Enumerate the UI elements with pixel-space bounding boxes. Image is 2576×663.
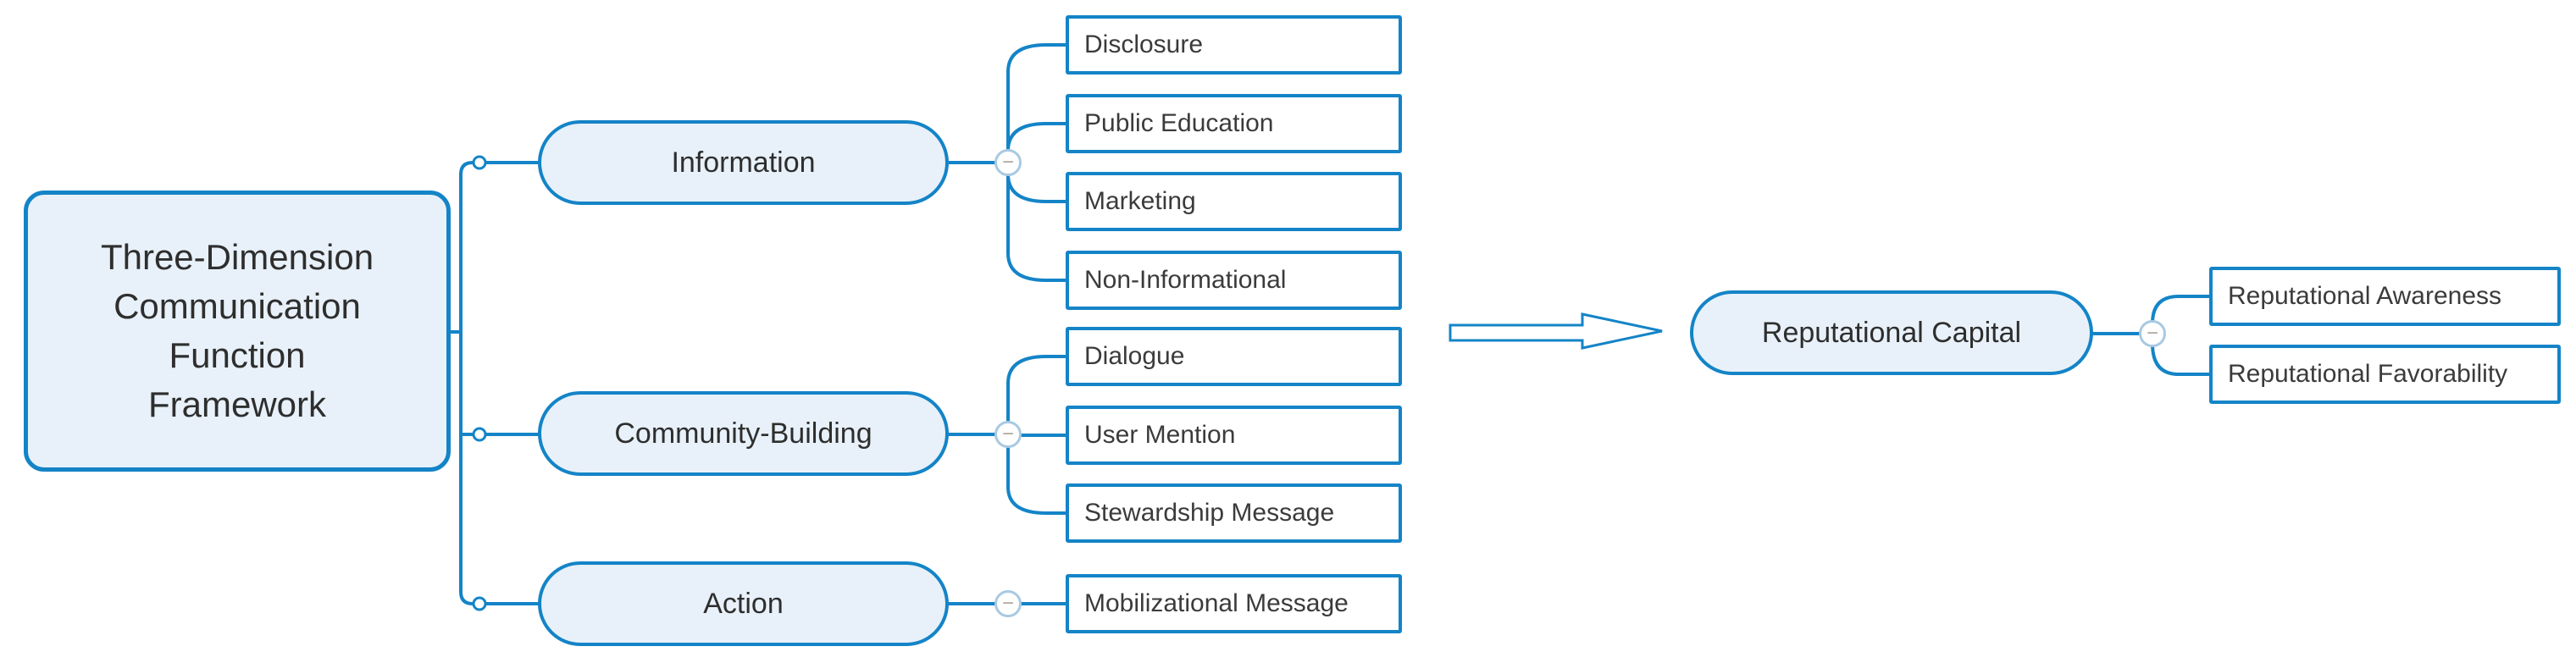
trunk-connector — [459, 161, 540, 605]
branch-action[interactable]: Action — [538, 561, 949, 646]
junction-dot — [472, 596, 487, 611]
leaf-marketing[interactable]: Marketing — [1066, 172, 1402, 231]
leaf-user-mention-label: User Mention — [1084, 421, 1236, 449]
leaf-user-mention[interactable]: User Mention — [1066, 406, 1402, 465]
disclosure-connector — [1006, 43, 1067, 74]
root-node-label: Three-Dimension Communication Function F… — [100, 237, 374, 424]
public-education-connector — [1006, 122, 1067, 152]
minus-icon: − — [1001, 151, 1014, 174]
node-reputational-capital[interactable]: Reputational Capital — [1690, 290, 2093, 375]
leaf-dialogue-label: Dialogue — [1084, 342, 1185, 370]
leaf-reputational-awareness[interactable]: Reputational Awareness — [2209, 267, 2561, 326]
minus-icon: − — [1001, 592, 1014, 615]
branch-information-label: Information — [671, 146, 816, 179]
collapse-toggle-information[interactable]: − — [994, 149, 1022, 176]
collapse-toggle-community[interactable]: − — [994, 421, 1022, 448]
leaf-public-education[interactable]: Public Education — [1066, 94, 1402, 153]
awareness-connector — [2151, 295, 2211, 325]
branch-community-building[interactable]: Community-Building — [538, 391, 949, 476]
branch-action-label: Action — [703, 587, 784, 620]
collapse-toggle-capital[interactable]: − — [2139, 320, 2166, 347]
non-informational-connector — [1006, 251, 1067, 282]
dialogue-connector — [1006, 355, 1067, 385]
leaf-public-education-label: Public Education — [1084, 109, 1274, 137]
branch-community-building-label: Community-Building — [614, 417, 873, 450]
leaf-marketing-label: Marketing — [1084, 187, 1196, 215]
minus-icon: − — [1001, 423, 1014, 445]
leaf-non-informational[interactable]: Non-Informational — [1066, 251, 1402, 310]
root-node[interactable]: Three-Dimension Communication Function F… — [24, 191, 451, 472]
minus-icon: − — [2146, 322, 2158, 345]
branch-information[interactable]: Information — [538, 120, 949, 205]
leaf-reputational-awareness-label: Reputational Awareness — [2228, 282, 2501, 310]
leaf-reputational-favorability-label: Reputational Favorability — [2228, 360, 2508, 388]
favorability-connector — [2151, 342, 2211, 376]
collapse-toggle-action[interactable]: − — [994, 590, 1022, 617]
leaf-stewardship-message[interactable]: Stewardship Message — [1066, 483, 1402, 543]
leaf-reputational-favorability[interactable]: Reputational Favorability — [2209, 345, 2561, 404]
leaf-disclosure-label: Disclosure — [1084, 30, 1204, 58]
junction-dot — [472, 427, 487, 442]
leaf-mobilizational-message[interactable]: Mobilizational Message — [1066, 574, 1402, 633]
leaf-non-informational-label: Non-Informational — [1084, 266, 1287, 294]
leaf-mobilizational-message-label: Mobilizational Message — [1084, 589, 1349, 617]
leaf-disclosure[interactable]: Disclosure — [1066, 15, 1402, 75]
marketing-connector — [1006, 173, 1067, 203]
right-arrow-icon — [1449, 312, 1663, 350]
leaf-stewardship-message-label: Stewardship Message — [1084, 499, 1335, 527]
node-reputational-capital-label: Reputational Capital — [1761, 316, 2022, 349]
junction-dot — [472, 155, 487, 170]
stewardship-connector — [1006, 485, 1067, 515]
leaf-dialogue[interactable]: Dialogue — [1066, 327, 1402, 386]
